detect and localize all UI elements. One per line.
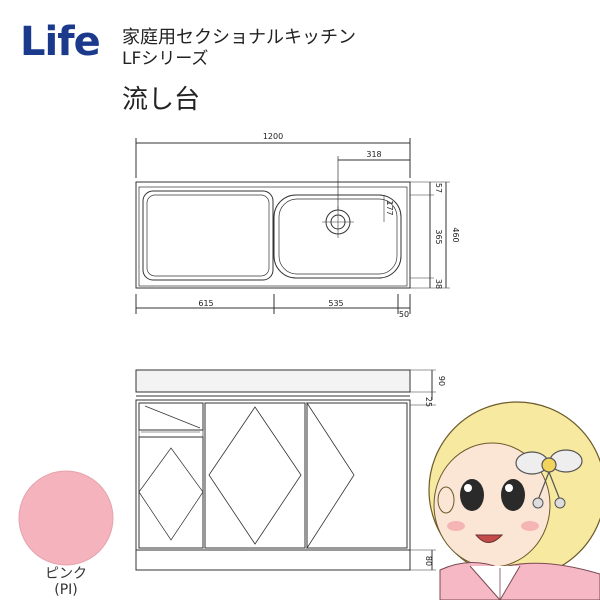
counter-outline: [135, 181, 411, 289]
dim-177: 177: [385, 200, 394, 215]
dim-25: 25: [424, 397, 433, 407]
drainboard: [142, 190, 274, 281]
dim-1200: 1200: [263, 132, 283, 141]
dim-80: 80: [424, 556, 433, 566]
dim-535: 535: [328, 299, 343, 308]
brand-logo: Life: [20, 18, 101, 66]
dim-50: 50: [399, 310, 409, 319]
front-view: [135, 369, 436, 571]
swatch-name: ピンク: [45, 566, 87, 582]
dim-460: 460: [451, 227, 460, 242]
left-door-diamond: [138, 447, 204, 541]
dim-365: 365: [434, 229, 443, 244]
series-title: 家庭用セクショナルキッチン: [122, 27, 356, 48]
dim-318: 318: [366, 150, 381, 159]
swatch-code: (PI): [54, 582, 78, 598]
dim-90: 90: [437, 376, 446, 386]
counter-top: [135, 369, 411, 393]
left-door: [138, 436, 204, 549]
dim-38: 38: [434, 279, 443, 289]
right-door-diamond: [306, 401, 355, 550]
center-door: [204, 402, 306, 549]
right-door: [306, 402, 408, 549]
color-swatch-pink: [18, 470, 114, 566]
cabinet-body: [135, 399, 411, 551]
logo-text: Life: [20, 19, 101, 65]
center-door-diamond: [208, 406, 302, 545]
dim-57: 57: [434, 183, 443, 193]
sink-bowl: [273, 194, 402, 279]
product-name: 流し台: [122, 85, 201, 115]
series-subtitle: LFシリーズ: [122, 49, 209, 69]
top-view: [135, 138, 450, 314]
mascot-illustration: [428, 401, 600, 600]
plinth: [135, 549, 411, 571]
dim-615: 615: [198, 299, 213, 308]
